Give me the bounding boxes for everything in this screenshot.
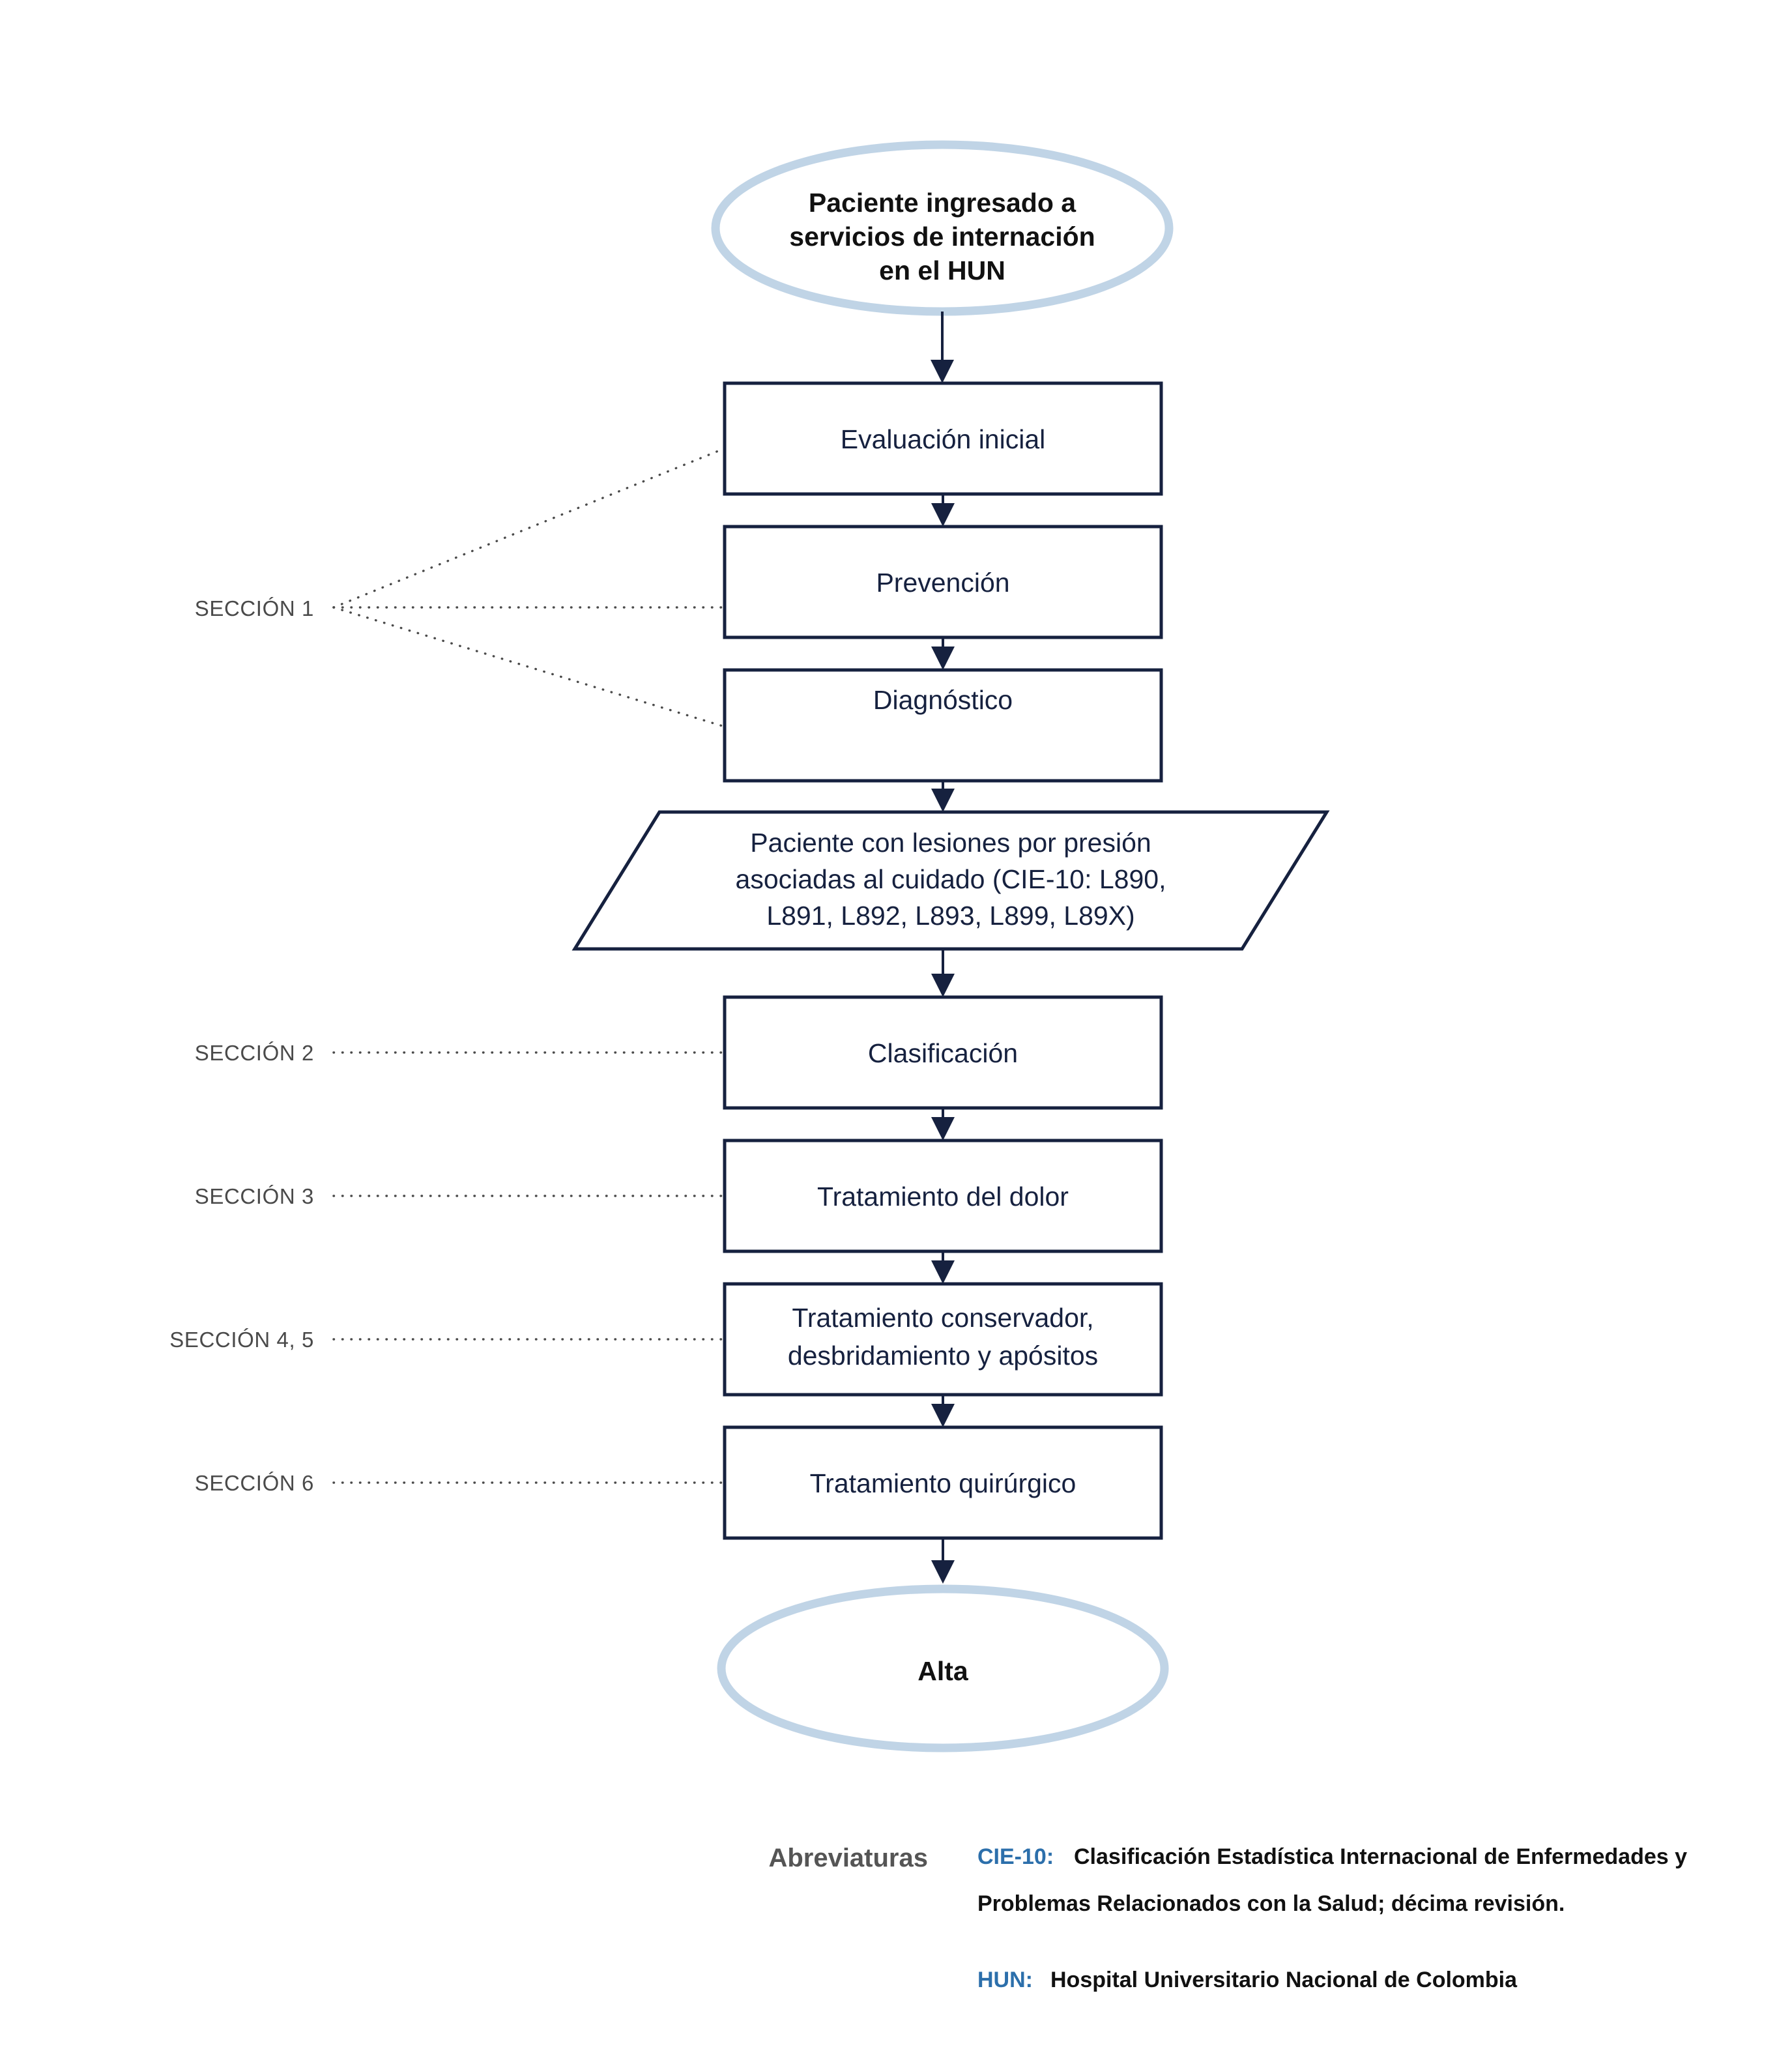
abbr-value-cie10-line1: Clasificación Estadística Internacional … <box>1074 1844 1687 1869</box>
decision-label-line2: asociadas al cuidado (CIE-10: L890, <box>736 864 1166 894</box>
tratamiento-dolor-label: Tratamiento del dolor <box>817 1182 1069 1212</box>
end-label-alta: Alta <box>918 1656 969 1686</box>
seccion-6-label: SECCIÓN 6 <box>195 1471 314 1495</box>
node-clasificacion[interactable]: Clasificación <box>723 995 1163 1110</box>
seccion-3-label: SECCIÓN 3 <box>195 1184 314 1208</box>
clasificacion-label: Clasificación <box>868 1038 1018 1068</box>
node-end-terminator-alta[interactable]: Alta <box>717 1584 1169 1752</box>
node-evaluacion-inicial[interactable]: Evaluación inicial <box>723 381 1163 496</box>
tratamiento-quirurgico-label: Tratamiento quirúrgico <box>810 1468 1077 1498</box>
decision-label-line1: Paciente con lesiones por presión <box>750 828 1151 858</box>
evaluacion-inicial-shape <box>723 381 1163 496</box>
abbr-key-cie10: CIE-10: <box>977 1844 1054 1869</box>
seccion-4-5-label: SECCIÓN 4, 5 <box>169 1328 314 1352</box>
connector-start-to-evaluacion <box>931 312 954 383</box>
start-label-line3: en el HUN <box>879 255 1005 285</box>
connector-quirurgico-to-alta <box>931 1538 955 1584</box>
connector-clasificacion-to-dolor <box>931 1108 955 1141</box>
connector-diagnostico-to-decision <box>931 781 955 812</box>
diagnostico-shape <box>723 668 1163 783</box>
abbr-value-hun-line1: Hospital Universitario Nacional de Colom… <box>1050 1968 1518 1992</box>
connector-prevencion-to-diagnostico <box>931 637 955 670</box>
node-tratamiento-conservador[interactable]: Tratamiento conservador, desbridamiento … <box>723 1282 1163 1397</box>
seccion-2-label: SECCIÓN 2 <box>195 1041 314 1065</box>
prevencion-label: Prevención <box>876 568 1009 598</box>
node-decision-lesiones-presion[interactable]: Paciente con lesiones por presión asocia… <box>571 810 1330 951</box>
node-prevencion[interactable]: Prevención <box>723 525 1163 639</box>
abbr-key-hun: HUN: <box>977 1968 1033 1992</box>
connector-conservador-to-quirurgico <box>931 1395 955 1427</box>
node-diagnostico[interactable]: Diagnóstico <box>723 668 1163 783</box>
abbreviations-block: Abreviaturas CIE-10: Clasificación Estad… <box>768 1844 1687 1992</box>
connector-dolor-to-conservador <box>931 1251 955 1284</box>
abbr-value-cie10-line2: Problemas Relacionados con la Salud; déc… <box>977 1891 1565 1916</box>
node-start-terminator[interactable]: Paciente ingresado a servicios de intern… <box>711 140 1174 316</box>
decision-label-line3: L891, L892, L893, L899, L89X) <box>766 901 1134 931</box>
seccion-1-connectors <box>332 447 726 728</box>
abbreviations-heading: Abreviaturas <box>768 1844 928 1872</box>
evaluacion-inicial-label: Evaluación inicial <box>841 424 1046 454</box>
start-label-line1: Paciente ingresado a <box>809 188 1077 218</box>
seccion-1-label: SECCIÓN 1 <box>195 596 314 620</box>
start-label-line2: servicios de internación <box>789 222 1095 252</box>
end-ellipse-shape <box>717 1584 1169 1752</box>
tratamiento-conservador-shape <box>723 1282 1163 1397</box>
connector-evaluacion-to-prevencion <box>931 494 955 527</box>
decision-parallelogram-shape <box>571 810 1330 951</box>
tratamiento-conservador-label-line2: desbridamiento y apósitos <box>788 1341 1098 1371</box>
node-tratamiento-dolor[interactable]: Tratamiento del dolor <box>723 1139 1163 1253</box>
tratamiento-conservador-label-line1: Tratamiento conservador, <box>792 1303 1093 1333</box>
clasificacion-shape <box>723 995 1163 1110</box>
tratamiento-dolor-shape <box>723 1139 1163 1253</box>
connector-decision-to-clasificacion <box>931 949 955 997</box>
node-tratamiento-quirurgico[interactable]: Tratamiento quirúrgico <box>723 1425 1163 1540</box>
diagnostico-label: Diagnóstico <box>873 685 1013 715</box>
